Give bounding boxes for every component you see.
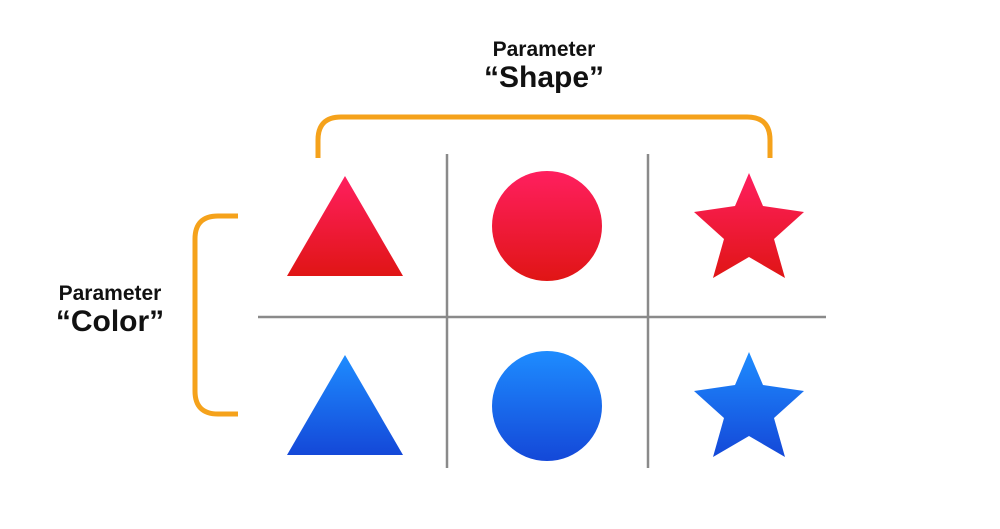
color-bracket (192, 213, 238, 417)
blue-star-icon (694, 352, 804, 457)
blue-circle-icon (492, 351, 602, 461)
red-triangle-icon (287, 176, 403, 276)
shape-parameter-label: Parameter “Shape” (444, 38, 644, 94)
shape-parameter-label-line2: “Shape” (483, 61, 605, 95)
color-parameter-label-line1: Parameter (58, 282, 162, 305)
red-star-icon (694, 173, 804, 278)
shape-parameter-label-line1: Parameter (492, 38, 596, 61)
red-circle-icon (492, 171, 602, 281)
color-parameter-label: Parameter “Color” (10, 282, 210, 338)
color-parameter-label-line2: “Color” (55, 305, 165, 339)
shape-bracket (315, 114, 773, 158)
blue-triangle-icon (287, 355, 403, 455)
